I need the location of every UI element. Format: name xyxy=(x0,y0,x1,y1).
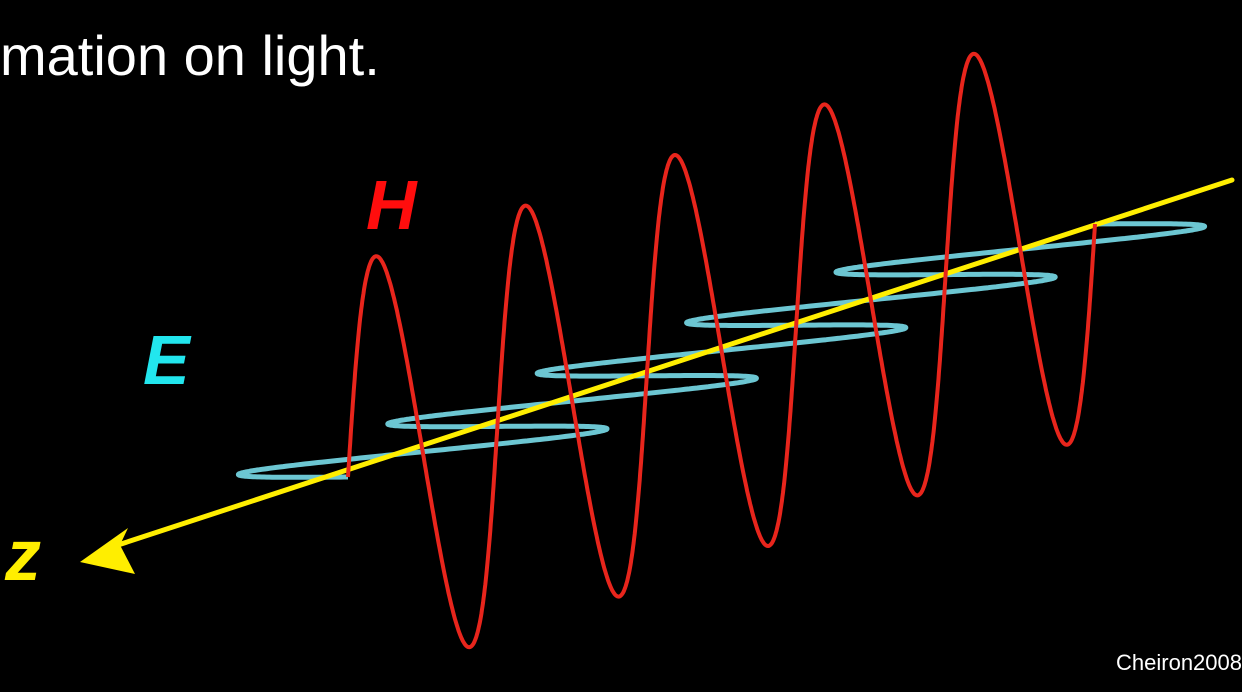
h-field-wave xyxy=(346,51,1097,650)
e-field-label: E xyxy=(143,321,190,399)
z-axis-arrowhead xyxy=(80,528,135,574)
h-field-curve xyxy=(346,51,1097,650)
h-field-label: H xyxy=(366,166,417,244)
slide-title-fragment: mation on light. xyxy=(0,24,380,87)
z-axis-label: z xyxy=(5,516,41,596)
credit-text: Cheiron2008 xyxy=(1116,650,1242,675)
z-axis-line xyxy=(115,177,1235,548)
